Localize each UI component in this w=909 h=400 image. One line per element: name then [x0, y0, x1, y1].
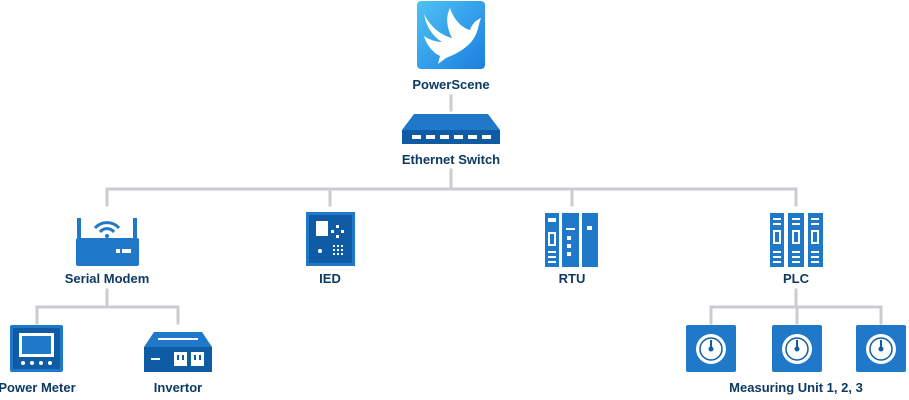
power-meter-icon: [10, 325, 63, 372]
label-measuring-unit: Measuring Unit 1, 2, 3: [729, 380, 863, 395]
label-ethernet-switch: Ethernet Switch: [401, 152, 501, 167]
label-invertor: Invertor: [153, 380, 203, 395]
plc-icon: [770, 213, 823, 267]
label-powerscene: PowerScene: [412, 77, 490, 92]
label-serial-modem: Serial Modem: [64, 271, 150, 286]
connector-lines: [35, 94, 883, 325]
label-plc: PLC: [783, 271, 809, 286]
measuring-unit-3-icon: [856, 325, 906, 372]
rtu-icon: [545, 213, 598, 267]
label-rtu: RTU: [558, 271, 586, 286]
ethernet-switch-icon: [402, 114, 500, 144]
ied-icon: [306, 212, 355, 266]
powerscene-app-icon: [417, 1, 485, 69]
label-power-meter: Power Meter: [0, 380, 76, 395]
label-ied: IED: [319, 271, 341, 286]
measuring-unit-1-icon: [686, 325, 736, 372]
invertor-icon: [144, 332, 212, 372]
measuring-unit-2-icon: [772, 325, 822, 372]
serial-modem-icon: [76, 218, 139, 266]
